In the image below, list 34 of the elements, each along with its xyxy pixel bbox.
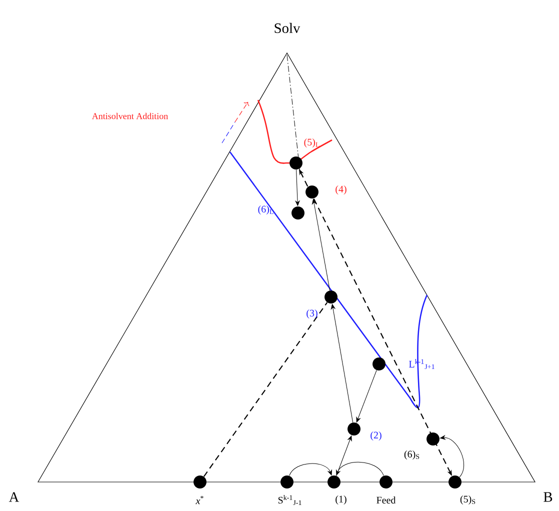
- arrow: [289, 463, 332, 476]
- data-point: [292, 206, 304, 220]
- arrow: [312, 198, 330, 291]
- arrow: [336, 436, 352, 476]
- data-point: [324, 290, 338, 304]
- data-point: [328, 476, 340, 488]
- vertex-label: B: [544, 492, 552, 502]
- data-point: [348, 422, 360, 436]
- point-label: x$^{*}$: [196, 496, 204, 504]
- arrow: [336, 462, 384, 476]
- arrow: [440, 435, 464, 478]
- point-label: (6)$_{S}$: [404, 450, 420, 460]
- data-point: [194, 476, 206, 488]
- data-point: [448, 476, 462, 488]
- arrow: [330, 304, 354, 423]
- data-point: [426, 432, 440, 446]
- point-label: (4): [336, 185, 346, 195]
- data-point: [280, 476, 294, 488]
- point-label: (5)$_{L}$: [304, 138, 320, 148]
- vertex-label: A: [8, 492, 20, 502]
- vertex-label: Solv: [274, 22, 300, 34]
- point-label: (6)$_{L}$: [258, 205, 274, 215]
- arrow: [295, 169, 300, 206]
- annotation: Antisolvent Addition: [92, 112, 168, 120]
- point-label: (1): [336, 495, 346, 505]
- point-label: Feed: [376, 496, 396, 504]
- data-point: [372, 358, 386, 370]
- data-point: [290, 156, 302, 170]
- point-label: (3): [306, 309, 318, 319]
- data-point: [380, 476, 392, 488]
- point-label: (5)$_{S}$: [460, 495, 476, 505]
- data-point: [306, 186, 318, 198]
- arrow: [356, 370, 377, 422]
- point-label: (2): [370, 431, 382, 441]
